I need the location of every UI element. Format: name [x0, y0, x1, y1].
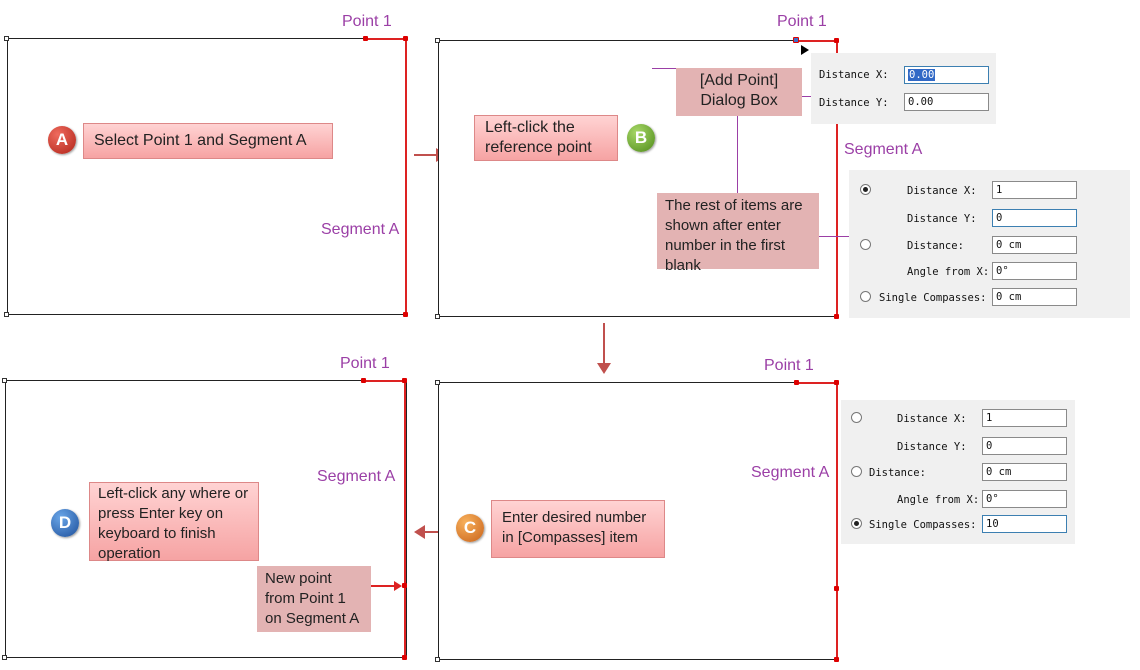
segment-end-marker[interactable] [402, 655, 407, 660]
connector-line [802, 96, 812, 97]
distance-label: Distance: [907, 240, 964, 252]
distance-xy-radio[interactable] [860, 184, 871, 195]
single-compasses-radio[interactable] [851, 518, 862, 529]
step-a-badge: A [48, 126, 76, 154]
angle-label: Angle from X: [907, 266, 990, 278]
flow-arrow-right [414, 154, 438, 156]
arrow-head-icon [414, 525, 425, 539]
distance-radio[interactable] [851, 466, 862, 477]
segment-end-marker[interactable] [834, 380, 839, 385]
distance-label: Distance: [869, 467, 926, 479]
distance-y-input[interactable]: 0 [992, 209, 1077, 227]
arrow-head-icon [394, 581, 402, 591]
arrow-head-icon [597, 363, 611, 374]
top-edge-highlight [796, 382, 838, 384]
point-1-marker[interactable] [363, 36, 368, 41]
step-b-badge: B [627, 124, 655, 152]
segment-end-marker[interactable] [402, 378, 407, 383]
distance-xy-radio[interactable] [851, 412, 862, 423]
segment-end-marker[interactable] [834, 657, 839, 662]
segment-a-line[interactable] [404, 380, 406, 658]
distance-y-label: Distance Y: [907, 213, 977, 225]
top-edge-highlight [365, 38, 407, 40]
connector-line [737, 116, 738, 193]
distance-x-label: Distance X: [907, 185, 977, 197]
step-d-callout: Left-click any where or press Enter key … [89, 482, 259, 562]
step-c-badge: C [456, 514, 484, 542]
segment-a-line[interactable] [405, 38, 407, 315]
distance-x-label: Distance X: [897, 413, 967, 425]
point-1-label: Point 1 [777, 13, 827, 30]
single-compasses-input[interactable]: 10 [982, 515, 1067, 533]
distance-input[interactable]: 0 cm [982, 463, 1067, 481]
pointer-arrow [371, 585, 395, 587]
corner-handle[interactable] [435, 38, 440, 43]
distance-input[interactable]: 0 cm [992, 236, 1077, 254]
panel-step-a [7, 38, 407, 315]
angle-input[interactable]: 0° [992, 262, 1077, 280]
segment-a-label: Segment A [844, 141, 923, 158]
flow-arrow-down [603, 323, 605, 365]
distance-y-label: Distance Y: [897, 441, 967, 453]
distance-y-input[interactable]: 0.00 [904, 93, 989, 111]
corner-handle[interactable] [4, 312, 9, 317]
rest-of-items-note: The rest of items are shown after enter … [657, 193, 819, 274]
distance-y-label: Distance Y: [819, 97, 889, 109]
new-point-note: New point from Point 1 on Segment A [257, 566, 371, 632]
new-point-marker[interactable] [402, 583, 407, 588]
step-a-callout: Select Point 1 and Segment A [83, 123, 333, 159]
angle-label: Angle from X: [897, 494, 980, 506]
segment-a-line[interactable] [836, 382, 838, 660]
segment-a-label: Segment A [317, 468, 396, 485]
segment-mid-marker[interactable] [834, 586, 839, 591]
distance-x-label: Distance X: [819, 69, 889, 81]
distance-x-input[interactable]: 0.00 [904, 66, 989, 84]
corner-handle[interactable] [435, 657, 440, 662]
distance-radio[interactable] [860, 239, 871, 250]
point-1-marker[interactable] [361, 378, 366, 383]
add-point-dialog-note: [Add Point] Dialog Box [676, 68, 802, 116]
single-compasses-label: Single Compasses: [869, 519, 977, 531]
segment-end-marker[interactable] [403, 312, 408, 317]
top-edge-highlight [363, 380, 406, 382]
top-edge-highlight [796, 40, 838, 42]
step-d-badge: D [51, 509, 79, 537]
corner-handle[interactable] [2, 378, 7, 383]
distance-y-input[interactable]: 0 [982, 437, 1067, 455]
corner-handle[interactable] [435, 380, 440, 385]
segment-end-marker[interactable] [834, 38, 839, 43]
segment-a-line[interactable] [836, 40, 838, 317]
connector-line [819, 236, 849, 237]
step-c-callout: Enter desired number in [Compasses] item [491, 500, 665, 558]
corner-handle[interactable] [2, 655, 7, 660]
single-compasses-radio[interactable] [860, 291, 871, 302]
segment-a-label: Segment A [751, 464, 830, 481]
single-compasses-input[interactable]: 0 cm [992, 288, 1077, 306]
segment-end-marker[interactable] [834, 314, 839, 319]
segment-end-marker[interactable] [403, 36, 408, 41]
single-compasses-label: Single Compasses: [879, 292, 987, 304]
segment-a-label: Segment A [321, 221, 400, 238]
point-1-marker[interactable] [793, 37, 799, 43]
add-point-dialog-full [849, 170, 1130, 318]
add-point-dialog-small [811, 53, 996, 124]
connector-line [652, 68, 676, 69]
mouse-cursor-icon [801, 45, 809, 55]
point-1-marker[interactable] [794, 380, 799, 385]
corner-handle[interactable] [4, 36, 9, 41]
corner-handle[interactable] [435, 314, 440, 319]
point-1-label: Point 1 [342, 13, 392, 30]
angle-input[interactable]: 0° [982, 490, 1067, 508]
step-b-callout: Left-click the reference point [474, 115, 618, 161]
point-1-label: Point 1 [764, 357, 814, 374]
point-1-label: Point 1 [340, 355, 390, 372]
distance-x-input[interactable]: 1 [982, 409, 1067, 427]
distance-x-input[interactable]: 1 [992, 181, 1077, 199]
